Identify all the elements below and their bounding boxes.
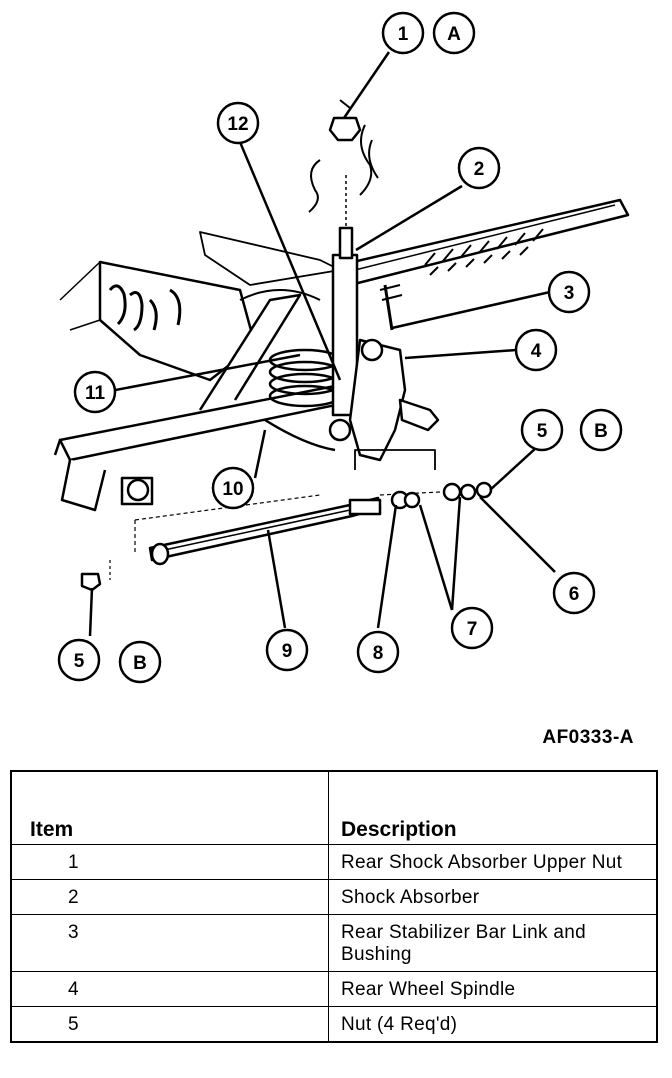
table-row: 1 Rear Shock Absorber Upper Nut — [10, 844, 658, 880]
table-header-row: Item Description — [10, 770, 658, 845]
callout-7-label: 7 — [467, 619, 478, 640]
callout-3 — [547, 270, 591, 314]
item-description: Rear Stabilizer Bar Link and Bushing — [328, 914, 658, 972]
suspension-illustration — [53, 99, 630, 592]
table-row: 4 Rear Wheel Spindle — [10, 970, 658, 1007]
callout-12-label: 12 — [227, 114, 248, 135]
callout-4 — [514, 328, 558, 372]
callout-7 — [450, 606, 494, 650]
callout-5-right-label: 5 — [537, 421, 548, 442]
leader-lines — [88, 51, 556, 637]
callout-5-left-label: 5 — [74, 651, 85, 672]
item-number: 2 — [10, 879, 329, 915]
item-number: 4 — [10, 970, 329, 1007]
callout-b-left — [118, 640, 162, 684]
item-description: Rear Shock Absorber Upper Nut — [328, 844, 658, 880]
callout-11-label: 11 — [85, 383, 106, 404]
callout-10 — [211, 466, 255, 510]
item-column-header: Item — [10, 770, 329, 845]
description-column-header: Description — [328, 770, 658, 845]
item-number: 1 — [10, 844, 329, 880]
callout-6 — [552, 571, 596, 615]
table-row: 3 Rear Stabilizer Bar Link and Bushing — [10, 914, 658, 972]
callout-2-label: 2 — [474, 159, 485, 180]
suspension-exploded-diagram: 1 A 12 2 3 4 11 5 B 10 6 7 9 8 5 B — [53, 11, 630, 684]
table-row: 2 Shock Absorber — [10, 879, 658, 915]
callout-8-label: 8 — [373, 643, 384, 664]
item-description: Nut (4 Req'd) — [328, 1005, 658, 1043]
callout-3-label: 3 — [564, 283, 575, 304]
table-row: 5 Nut (4 Req'd) — [10, 1005, 658, 1043]
callout-12 — [216, 101, 260, 145]
callout-8 — [356, 630, 400, 674]
callout-9 — [265, 628, 309, 672]
callout-4-label: 4 — [531, 341, 542, 362]
item-number: 3 — [10, 914, 329, 972]
item-description: Rear Wheel Spindle — [328, 970, 658, 1007]
callout-5-right — [520, 408, 564, 452]
figure-id: AF0333-A — [542, 727, 634, 748]
callouts — [57, 11, 623, 684]
callout-a — [432, 11, 476, 55]
callout-b-right — [579, 408, 623, 452]
callout-a-label: A — [447, 24, 461, 45]
item-description: Shock Absorber — [328, 879, 658, 915]
callout-2 — [457, 146, 501, 190]
callout-6-label: 6 — [569, 584, 580, 605]
item-number: 5 — [10, 1005, 329, 1043]
callout-9-label: 9 — [282, 641, 293, 662]
callout-5-left — [57, 638, 101, 682]
callout-b-left-label: B — [133, 653, 147, 674]
callout-labels: 1 A 12 2 3 4 11 5 B 10 6 7 9 8 5 B — [74, 24, 608, 674]
callout-1-label: 1 — [398, 24, 409, 45]
callout-1 — [381, 11, 425, 55]
callout-11 — [73, 370, 117, 414]
callout-b-right-label: B — [594, 421, 608, 442]
parts-table: Item Description 1 Rear Shock Absorber U… — [10, 770, 658, 1043]
callout-10-label: 10 — [222, 479, 243, 500]
